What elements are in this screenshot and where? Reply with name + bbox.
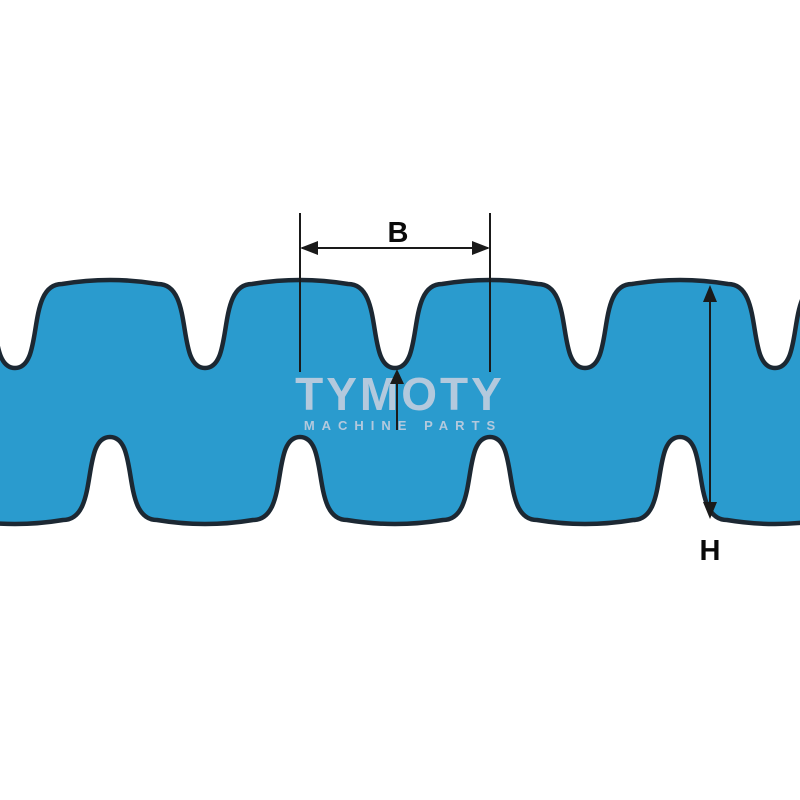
arrowhead-right-icon: [472, 241, 490, 255]
dimension-label-b: B: [388, 217, 409, 249]
arrowhead-up-icon: [703, 285, 717, 302]
arrowhead-down-icon: [703, 502, 717, 519]
dimension-label-h: H: [700, 535, 721, 567]
watermark-subtitle: MACHINE PARTS: [304, 418, 502, 433]
dimension-b: [299, 213, 491, 430]
belt-shape: [0, 277, 800, 527]
arrowhead-left-icon: [300, 241, 318, 255]
dimension-h: [703, 285, 717, 519]
valley-arrowhead-up-icon: [390, 369, 404, 384]
